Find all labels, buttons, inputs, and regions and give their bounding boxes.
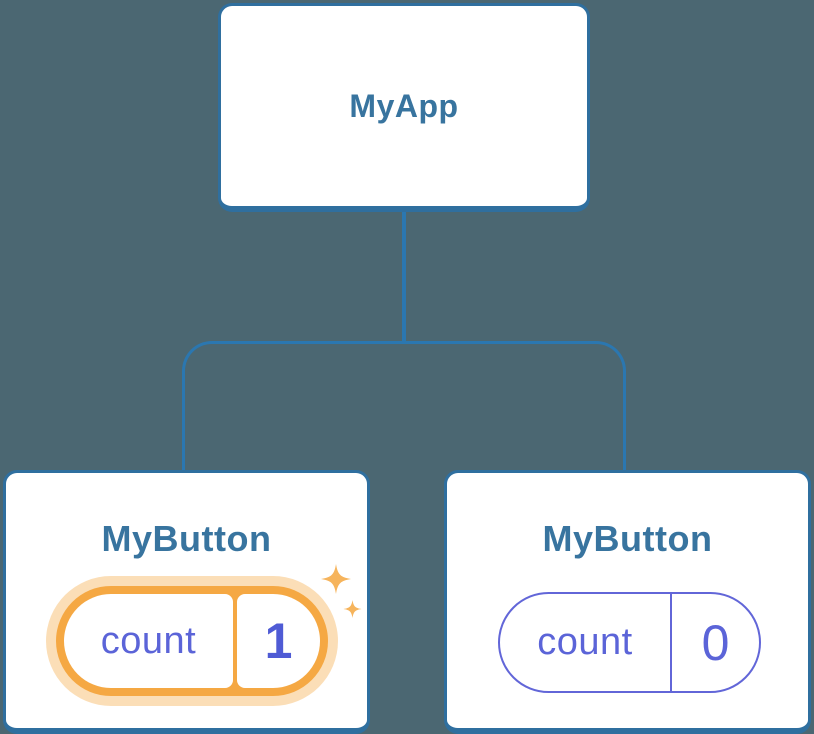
connector-stem xyxy=(402,210,406,344)
state-value-cell: 0 xyxy=(672,594,759,691)
state-value: 1 xyxy=(264,613,293,669)
state-key-cell: count xyxy=(500,594,672,691)
state-key-label: count xyxy=(100,619,197,662)
sparkle-icon xyxy=(321,564,362,618)
connector-bracket xyxy=(182,341,626,470)
tree-node-mybutton-right: MyButton count 0 xyxy=(444,470,811,734)
node-title: MyButton xyxy=(101,518,272,559)
node-title: MyApp xyxy=(349,88,459,124)
state-value: 0 xyxy=(701,614,730,671)
state-value-cell: 1 xyxy=(237,594,320,688)
state-badge: count 0 xyxy=(498,592,761,693)
tree-node-mybutton-left: MyButton count 1 xyxy=(3,470,370,734)
node-title: MyButton xyxy=(542,518,713,559)
state-key-cell: count xyxy=(64,594,233,688)
state-key-label: count xyxy=(537,621,633,663)
state-badge-highlighted: count 1 xyxy=(56,586,328,696)
tree-node-myapp: MyApp xyxy=(218,3,590,212)
